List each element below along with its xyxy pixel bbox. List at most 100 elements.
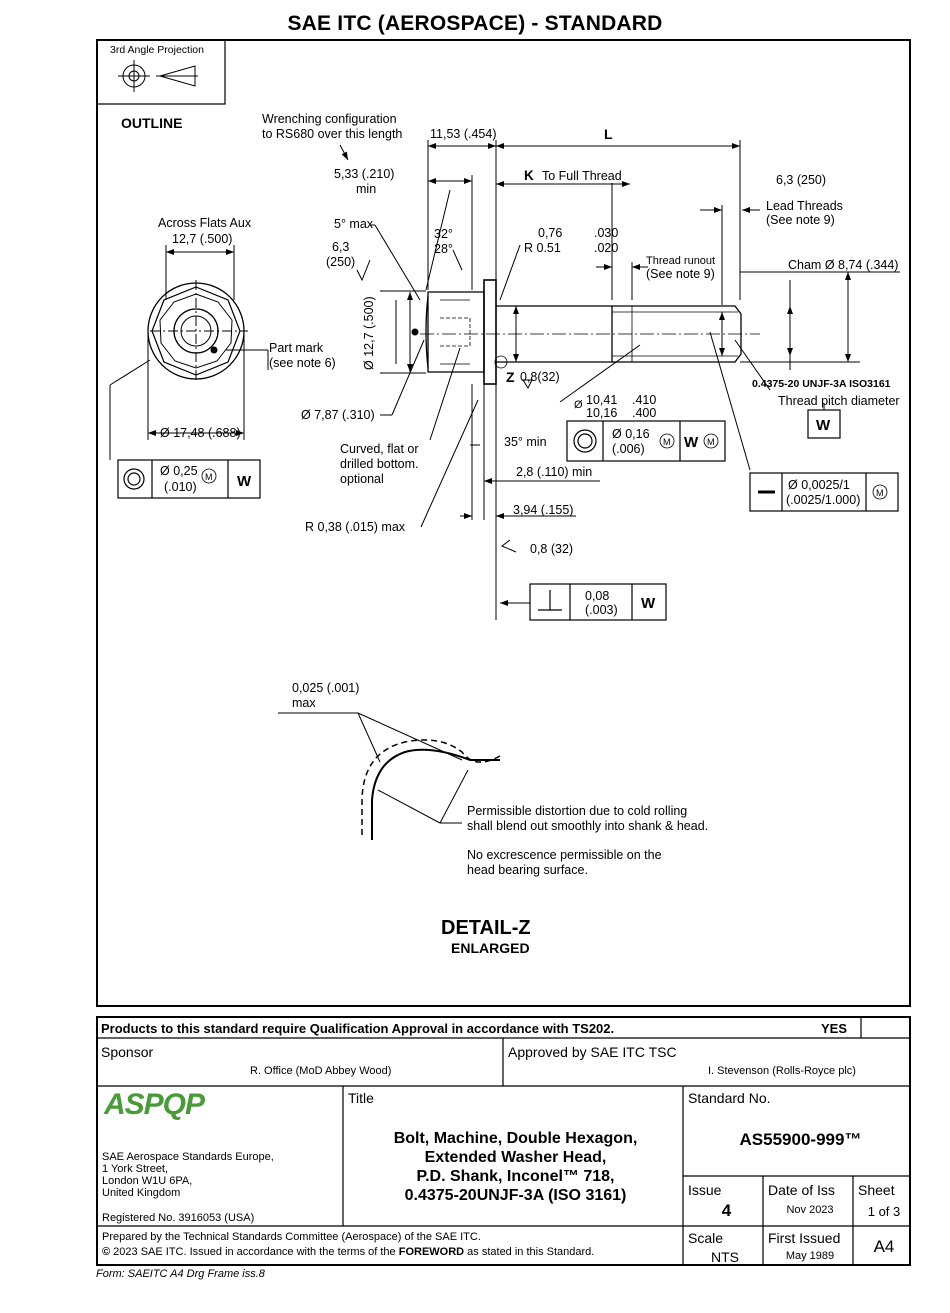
detail-0025: 0,025 (.001) <box>292 681 359 695</box>
datum-w-1: W <box>684 434 699 451</box>
curved-note-3: optional <box>340 472 384 486</box>
dim-5-33: 5,33 (.210) <box>334 167 394 181</box>
issue-label: Issue <box>688 1182 722 1198</box>
see-note-6: (see note 6) <box>269 356 336 370</box>
dia-17-48: Ø 17,48 (.688) <box>160 426 241 440</box>
fcf-025-b: (.010) <box>164 480 197 494</box>
wrench-note-2: to RS680 over this length <box>262 127 402 141</box>
dia-7-87: Ø 7,87 (.310) <box>301 408 375 422</box>
fcf-left <box>117 459 261 499</box>
fcf-perp <box>529 583 667 621</box>
standard-label: Standard No. <box>688 1090 771 1106</box>
dim-k: K <box>524 168 534 183</box>
first-issued-label: First Issued <box>768 1230 841 1246</box>
fcf-0025-b: (.0025/1.000) <box>786 493 860 507</box>
z-label: Z <box>506 369 515 385</box>
dim-10-16: 10,16 <box>586 406 617 420</box>
r-038: R 0,38 (.015) max <box>305 520 406 534</box>
registered: Registered No. 3916053 (USA) <box>102 1212 255 1224</box>
distortion-2: shall blend out smoothly into shank & he… <box>467 819 708 833</box>
detail-title: DETAIL-Z <box>441 917 531 939</box>
dim-6-3-250: 6,3 (250) <box>776 173 826 187</box>
dim-020: .020 <box>594 241 618 255</box>
title-line-1: Bolt, Machine, Double Hexagon, <box>393 1130 638 1147</box>
address-3: London W1U 6PA, <box>102 1175 193 1187</box>
fcf-016-b: (.006) <box>612 442 645 456</box>
qualification-note: Products to this standard require Qualif… <box>101 1021 615 1036</box>
title-line-3: P.D. Shank, Inconel™ 718, <box>416 1168 615 1185</box>
issue-value: 4 <box>721 1201 732 1220</box>
outline-label: OUTLINE <box>121 115 182 131</box>
dim-250: (250) <box>326 255 355 269</box>
dim-11-53: 11,53 (.454) <box>430 127 496 141</box>
sponsor-label: Sponsor <box>101 1044 154 1060</box>
sheet-size: A4 <box>873 1237 895 1256</box>
address-4: United Kingdom <box>102 1187 181 1199</box>
date-label: Date of Iss <box>768 1182 835 1198</box>
dim-35-deg: 35° min <box>504 435 547 449</box>
dim-28-deg: 28° <box>434 242 453 256</box>
copyright-note: © 2023 SAE ITC. Issued in accordance wit… <box>102 1246 595 1258</box>
part-mark: Part mark <box>269 341 324 355</box>
sponsor-value: R. Office (MoD Abbey Wood) <box>250 1065 392 1077</box>
thread-spec: 0.4375-20 UNJF-3A ISO3161 <box>752 378 891 390</box>
sheet-label: Sheet <box>858 1182 895 1198</box>
dim-400: .400 <box>632 406 656 420</box>
scale-label: Scale <box>688 1230 724 1246</box>
prepared-note: Prepared by the Technical Standards Comm… <box>102 1231 481 1243</box>
date-value: Nov 2023 <box>786 1204 834 1216</box>
projection-symbol-icon <box>118 60 198 92</box>
title-line-4: 0.4375-20UNJF-3A (ISO 3161) <box>404 1187 627 1204</box>
datum-w-3: W <box>816 417 831 434</box>
qualification-value: YES <box>821 1021 848 1036</box>
detail-sub: ENLARGED <box>451 940 530 956</box>
address-1: SAE Aerospace Standards Europe, <box>102 1151 274 1163</box>
dim-3-94: 3,94 (.155) <box>513 503 573 517</box>
title-line-2: Extended Washer Head, <box>424 1149 607 1166</box>
first-issued-value: May 1989 <box>785 1250 835 1262</box>
dim-2-8: 2,8 (.110) min <box>516 465 592 479</box>
projection-label: 3rd Angle Projection <box>110 44 204 56</box>
fcf-0025-a: Ø 0,0025/1 <box>788 478 850 492</box>
dim-5-deg: 5° max <box>334 217 374 231</box>
sheet-value: 1 of 3 <box>867 1204 901 1219</box>
cham-dim: Cham Ø 8,74 (.344) <box>788 258 898 272</box>
mmc-3: M <box>205 472 213 482</box>
dim-12-7-500: 12,7 (.500) <box>172 232 232 246</box>
dim-410: .410 <box>632 393 656 407</box>
excrescence-2: head bearing surface. <box>467 863 588 877</box>
mmc-2: M <box>707 437 715 447</box>
fcf-right <box>749 472 899 512</box>
mmc-4: M <box>876 488 884 498</box>
thread-runout: Thread runout <box>646 255 715 267</box>
dim-0-8b: 0,8 (32) <box>530 542 573 556</box>
form-footer: Form: SAEITC A4 Drg Frame iss.8 <box>96 1268 265 1280</box>
approver-value: I. Stevenson (Rolls-Royce plc) <box>708 1065 856 1077</box>
datum-w-2: W <box>237 473 252 490</box>
fcf-center <box>566 420 726 462</box>
dim-l: L <box>604 126 613 142</box>
datum-w-4: W <box>641 595 656 612</box>
page-title: SAE ITC (AEROSPACE) - STANDARD <box>287 12 663 35</box>
across-flats: Across Flats Aux <box>158 216 252 230</box>
distortion-1: Permissible distortion due to cold rolli… <box>467 804 687 818</box>
aspqp-logo: ASPQP <box>104 1088 205 1121</box>
svg-text:Ø: Ø <box>574 399 583 411</box>
thread-pitch: Thread pitch diameter <box>778 394 900 408</box>
dim-r051: R 0.51 <box>524 241 561 255</box>
end-view <box>109 245 269 460</box>
side-view <box>420 279 760 385</box>
dim-32-deg: 32° <box>434 227 453 241</box>
detail-z <box>278 712 501 840</box>
dia-12-7: Ø 12,7 (.500) <box>362 296 376 370</box>
see-note-9b: (See note 9) <box>646 267 715 281</box>
title-label: Title <box>348 1090 374 1106</box>
curved-note-2: drilled bottom. <box>340 457 419 471</box>
dim-030: .030 <box>594 226 618 240</box>
mmc-1: M <box>663 437 671 447</box>
wrench-note-1: Wrenching configuration <box>262 112 397 126</box>
dim-0-8-32: 0,8(32) <box>520 370 560 384</box>
scale-value: NTS <box>711 1249 739 1265</box>
approved-label: Approved by SAE ITC TSC <box>508 1044 677 1060</box>
lead-threads: Lead Threads <box>766 199 843 213</box>
